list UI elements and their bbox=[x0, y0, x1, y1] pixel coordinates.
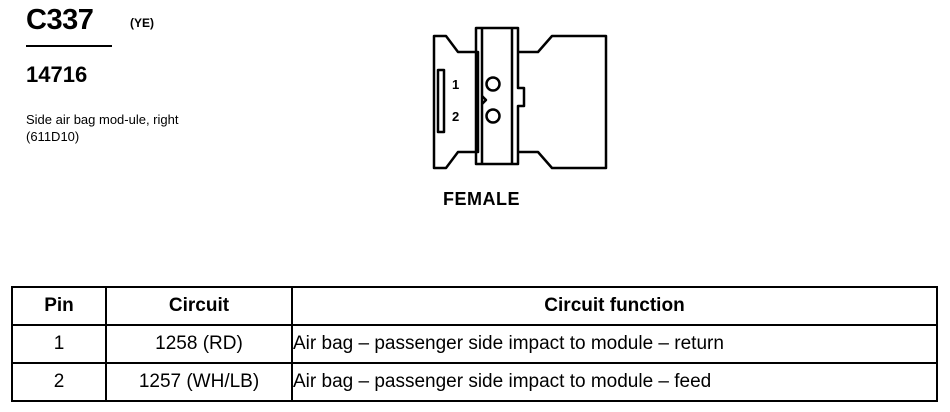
polarization-key bbox=[481, 95, 488, 105]
connector-id: C337 bbox=[26, 4, 94, 36]
row-circuit: 1258 (RD) bbox=[105, 324, 293, 364]
row-circuit-function: Air bag – passenger side impact to modul… bbox=[291, 324, 938, 364]
row-circuit: 1257 (WH/LB) bbox=[105, 362, 293, 402]
table-row: 1 1258 (RD) Air bag – passenger side imp… bbox=[11, 324, 938, 364]
part-number: 14716 bbox=[26, 62, 88, 87]
pinout-table: Pin Circuit Circuit function 1 1258 (RD)… bbox=[11, 286, 938, 402]
pin-1-cavity bbox=[485, 76, 501, 92]
connector-header: C337 (YE) 14716 Side air bag mod-ule, ri… bbox=[26, 4, 256, 144]
right-latch-wing bbox=[518, 34, 608, 170]
header-pin: Pin bbox=[11, 286, 107, 326]
row-pin: 2 bbox=[11, 362, 107, 402]
connector-color-code: (YE) bbox=[130, 16, 154, 30]
table-row: 2 1257 (WH/LB) Air bag – passenger side … bbox=[11, 362, 938, 402]
connector-face-diagram: 1 2 bbox=[432, 26, 608, 170]
pin-1-label: 1 bbox=[452, 77, 459, 92]
connector-description: Side air bag mod-ule, right (611D10) bbox=[26, 112, 179, 144]
row-pin: 1 bbox=[11, 324, 107, 364]
header-circuit: Circuit bbox=[105, 286, 293, 326]
pin-2-label: 2 bbox=[452, 109, 459, 124]
header-divider bbox=[26, 45, 112, 47]
pin-2-cavity bbox=[485, 108, 501, 124]
row-circuit-function: Air bag – passenger side impact to modul… bbox=[291, 362, 938, 402]
view-label: FEMALE bbox=[443, 189, 520, 209]
left-latch-wing bbox=[432, 34, 480, 170]
connector-body bbox=[474, 26, 526, 166]
left-lock-tab bbox=[436, 68, 446, 134]
header-circuit-function: Circuit function bbox=[291, 286, 938, 326]
table-header-row: Pin Circuit Circuit function bbox=[11, 286, 938, 326]
